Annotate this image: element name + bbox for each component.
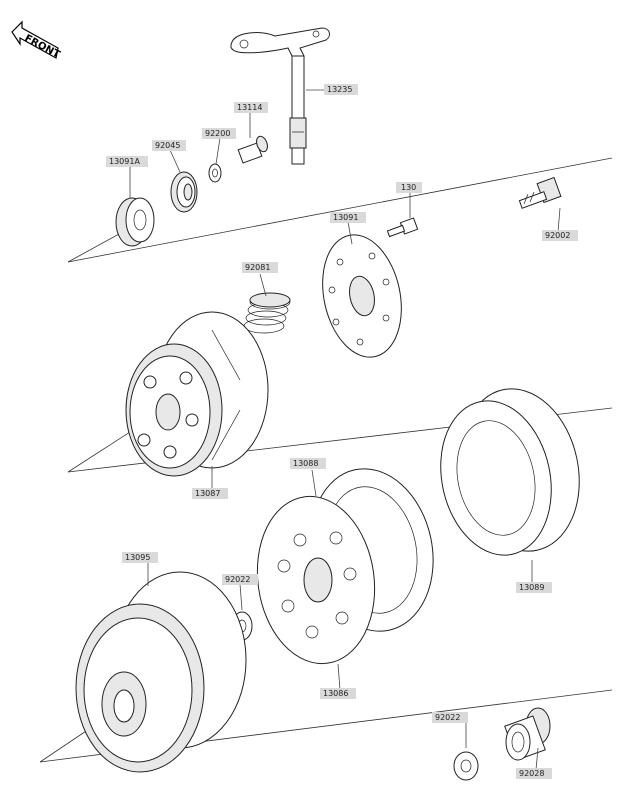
svg-text:92200: 92200 (205, 129, 230, 138)
svg-text:92045: 92045 (155, 141, 180, 150)
part-92045-bearing (170, 171, 198, 213)
svg-text:13089: 13089 (519, 583, 544, 592)
part-13089-steel-plates (440, 388, 580, 556)
svg-text:13087: 13087 (195, 489, 220, 498)
label-92081: 92081 (242, 262, 278, 273)
svg-text:92022: 92022 (225, 575, 250, 584)
label-92200: 92200 (202, 128, 236, 139)
label-13088: 13088 (290, 458, 326, 469)
label-13091: 13091 (330, 212, 366, 223)
label-13086: 13086 (320, 688, 356, 699)
part-92002-bolt (518, 176, 562, 209)
leader-lines (129, 89, 561, 771)
part-13091A-spacer (115, 197, 155, 247)
part-13087-clutch-hub (125, 311, 269, 477)
svg-text:130: 130 (401, 183, 416, 192)
svg-text:13091: 13091 (333, 213, 358, 222)
front-direction-marker: FRONT (11, 20, 62, 61)
front-label: FRONT (23, 33, 62, 61)
label-13091A: 13091A (106, 156, 148, 167)
svg-text:13095: 13095 (125, 553, 150, 562)
svg-text:13086: 13086 (323, 689, 348, 698)
svg-text:13088: 13088 (293, 459, 318, 468)
label-13087: 13087 (192, 488, 228, 499)
part-13095-clutch-housing (75, 571, 247, 773)
svg-text:92002: 92002 (545, 231, 570, 240)
part-92022-washer-b (453, 751, 479, 781)
svg-text:92028: 92028 (519, 769, 544, 778)
part-92028-sleeve (504, 707, 551, 761)
label-92028: 92028 (516, 768, 552, 779)
part-92200-washer (208, 163, 222, 183)
label-92002: 92002 (542, 230, 578, 241)
svg-text:92022: 92022 (435, 713, 460, 722)
svg-text:13235: 13235 (327, 85, 352, 94)
label-13235: 13235 (324, 84, 358, 95)
part-labels: 13235 13114 92200 92045 13091A 130 92002 (106, 84, 578, 779)
svg-text:92081: 92081 (245, 263, 270, 272)
label-13095: 13095 (122, 552, 158, 563)
label-13089: 13089 (516, 582, 552, 593)
label-130: 130 (396, 182, 422, 193)
part-13235-release-shaft (230, 27, 330, 165)
label-13114: 13114 (234, 102, 268, 113)
svg-text:13114: 13114 (237, 103, 262, 112)
label-92045: 92045 (152, 140, 186, 151)
part-13091-pressure-plate (322, 234, 402, 358)
part-13086-clutch-plate (256, 495, 376, 665)
label-92022-b: 92022 (432, 712, 468, 723)
part-13114-pin (237, 135, 268, 164)
svg-text:13091A: 13091A (109, 157, 140, 166)
part-130-bolt (386, 217, 419, 238)
label-92022-a: 92022 (222, 574, 258, 585)
part-92081-spring (243, 292, 291, 334)
